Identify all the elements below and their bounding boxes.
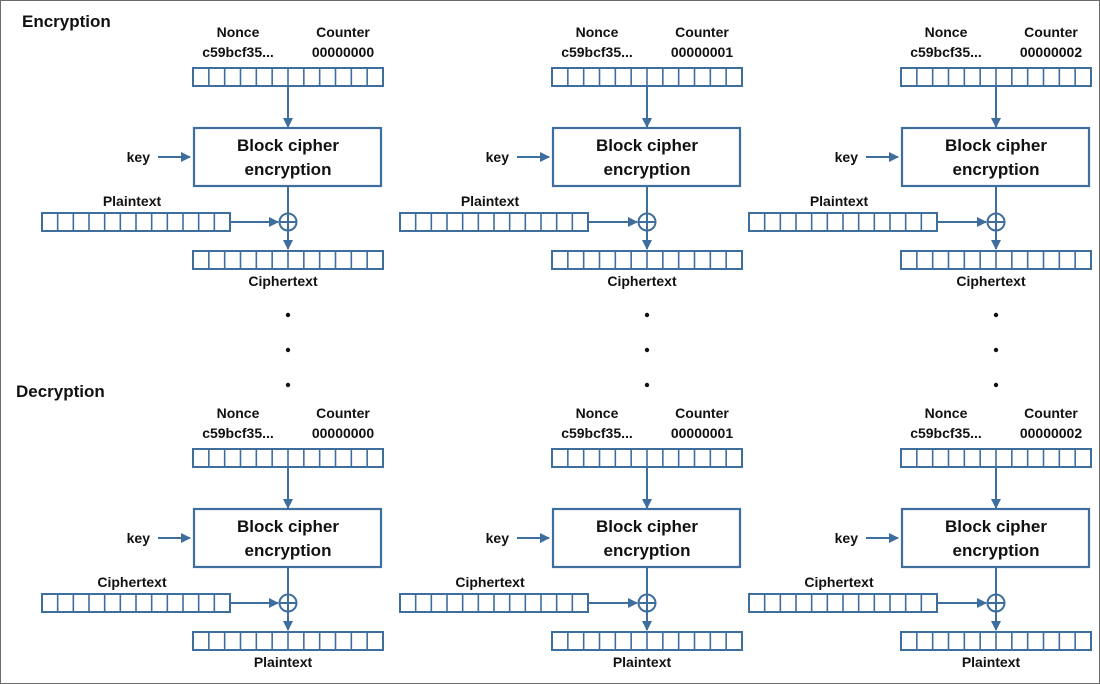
key-label: key xyxy=(835,530,859,546)
nonce-label: Nonce xyxy=(576,405,619,421)
counter-label: Counter xyxy=(1024,405,1078,421)
counter-value: 00000002 xyxy=(1020,44,1083,60)
block-cipher-box xyxy=(551,126,742,188)
nonce-value: c59bcf35... xyxy=(202,44,274,60)
block-cipher-subtitle: encryption xyxy=(245,541,332,560)
nonce-counter-register xyxy=(900,67,1092,87)
nonce-label: Nonce xyxy=(925,24,968,40)
counter-value: 00000002 xyxy=(1020,425,1083,441)
input-label: Plaintext xyxy=(461,193,520,209)
decryption-title: Decryption xyxy=(16,382,105,401)
nonce-label: Nonce xyxy=(217,24,260,40)
block-cipher-subtitle: encryption xyxy=(245,160,332,179)
input-label: Ciphertext xyxy=(97,574,167,590)
block-cipher-title: Block cipher xyxy=(237,136,339,155)
input-register xyxy=(41,212,231,232)
block-cipher-subtitle: encryption xyxy=(604,160,691,179)
key-label: key xyxy=(486,149,510,165)
counter-label: Counter xyxy=(675,405,729,421)
block-cipher-title: Block cipher xyxy=(596,136,698,155)
input-label: Plaintext xyxy=(810,193,869,209)
xor-icon xyxy=(278,593,298,613)
counter-label: Counter xyxy=(316,405,370,421)
output-register xyxy=(192,250,384,270)
block-cipher-box xyxy=(900,507,1091,569)
nonce-value: c59bcf35... xyxy=(561,425,633,441)
input-register xyxy=(399,212,589,232)
xor-icon xyxy=(637,212,657,232)
block-cipher-subtitle: encryption xyxy=(953,541,1040,560)
input-register xyxy=(748,212,938,232)
ellipsis-col-2 xyxy=(644,312,650,388)
block-cipher-title: Block cipher xyxy=(237,517,339,536)
block-cipher-box xyxy=(551,507,742,569)
block-cipher-title: Block cipher xyxy=(596,517,698,536)
output-label: Plaintext xyxy=(962,654,1021,670)
counter-label: Counter xyxy=(675,24,729,40)
nonce-label: Nonce xyxy=(576,24,619,40)
output-register xyxy=(192,631,384,651)
output-label: Ciphertext xyxy=(956,273,1026,289)
key-label: key xyxy=(486,530,510,546)
nonce-counter-register xyxy=(192,448,384,468)
output-register xyxy=(551,250,743,270)
counter-value: 00000000 xyxy=(312,44,375,60)
nonce-label: Nonce xyxy=(217,405,260,421)
input-register xyxy=(399,593,589,613)
counter-value: 00000000 xyxy=(312,425,375,441)
key-label: key xyxy=(127,149,151,165)
nonce-value: c59bcf35... xyxy=(561,44,633,60)
input-register xyxy=(41,593,231,613)
block-cipher-subtitle: encryption xyxy=(604,541,691,560)
nonce-counter-register xyxy=(551,67,743,87)
nonce-counter-register xyxy=(192,67,384,87)
input-label: Ciphertext xyxy=(455,574,525,590)
input-label: Plaintext xyxy=(103,193,162,209)
key-label: key xyxy=(835,149,859,165)
nonce-counter-register xyxy=(900,448,1092,468)
input-register xyxy=(748,593,938,613)
input-label: Ciphertext xyxy=(804,574,874,590)
nonce-value: c59bcf35... xyxy=(910,425,982,441)
counter-label: Counter xyxy=(316,24,370,40)
nonce-value: c59bcf35... xyxy=(910,44,982,60)
output-register xyxy=(900,250,1092,270)
counter-value: 00000001 xyxy=(671,44,734,60)
counter-label: Counter xyxy=(1024,24,1078,40)
ellipsis-col-1 xyxy=(285,312,291,388)
output-label: Ciphertext xyxy=(248,273,318,289)
nonce-counter-register xyxy=(551,448,743,468)
key-label: key xyxy=(127,530,151,546)
block-cipher-box xyxy=(192,126,383,188)
block-cipher-box xyxy=(192,507,383,569)
xor-icon xyxy=(637,593,657,613)
nonce-label: Nonce xyxy=(925,405,968,421)
output-label: Plaintext xyxy=(613,654,672,670)
ellipsis-col-3 xyxy=(993,312,999,388)
output-register xyxy=(551,631,743,651)
xor-icon xyxy=(278,212,298,232)
xor-icon xyxy=(986,212,1006,232)
nonce-value: c59bcf35... xyxy=(202,425,274,441)
block-cipher-subtitle: encryption xyxy=(953,160,1040,179)
counter-value: 00000001 xyxy=(671,425,734,441)
output-register xyxy=(900,631,1092,651)
block-cipher-title: Block cipher xyxy=(945,136,1047,155)
encryption-title: Encryption xyxy=(22,12,111,31)
output-label: Plaintext xyxy=(254,654,313,670)
block-cipher-title: Block cipher xyxy=(945,517,1047,536)
output-label: Ciphertext xyxy=(607,273,677,289)
xor-icon xyxy=(986,593,1006,613)
block-cipher-box xyxy=(900,126,1091,188)
